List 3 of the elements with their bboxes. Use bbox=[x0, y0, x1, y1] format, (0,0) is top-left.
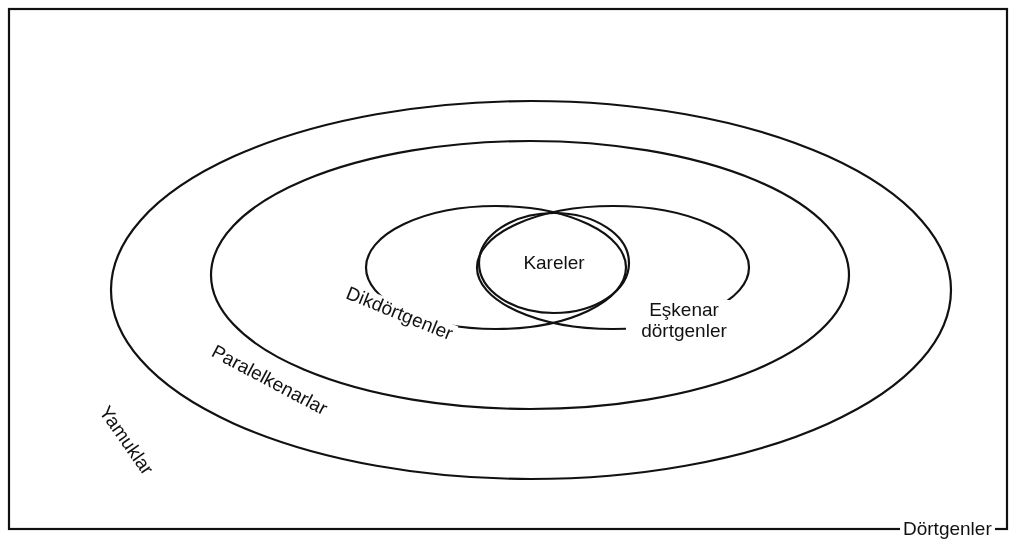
set-label: Dörtgenler bbox=[900, 519, 995, 540]
set-label: Kareler bbox=[522, 252, 586, 274]
set-circle bbox=[478, 212, 630, 314]
